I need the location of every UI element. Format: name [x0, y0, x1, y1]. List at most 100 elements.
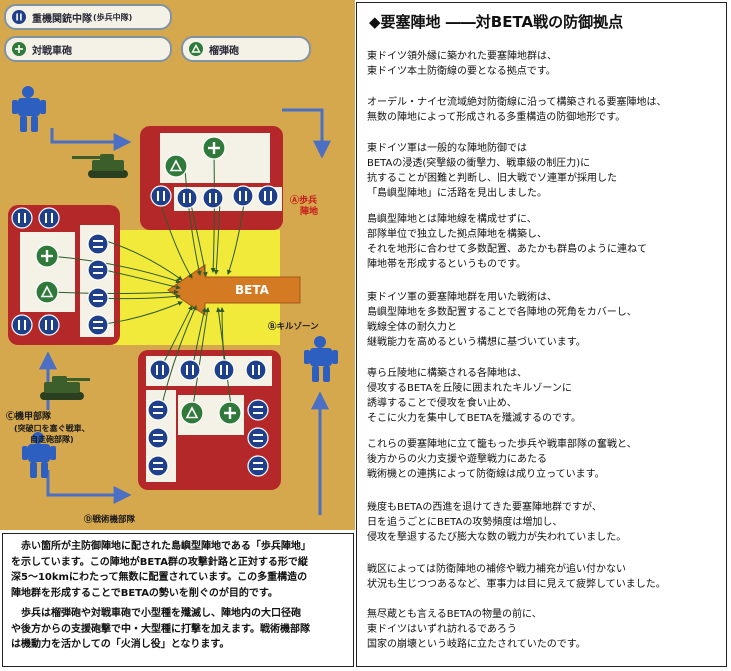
anti-tank-icons — [35, 136, 242, 425]
article-line: 無尽蔵とも言えるBETAの物量の前に、 — [367, 609, 542, 620]
article-line: 国家の崩壊という岐路に立たされていたのです。 — [367, 639, 586, 650]
article-paragraph: 専ら丘陵地に構築される各陣地は、侵攻するBETAを丘陵に囲まれたキルゾーンに誘導… — [367, 366, 723, 426]
label-armored-units-line3: 自走砲部隊) — [30, 435, 74, 444]
legend-mortar-label: 榴弾砲 — [209, 45, 239, 57]
article-line: 専ら丘陵地に構築される各陣地は、 — [367, 368, 527, 379]
article-line: 継戦能力を高めるという構想に基づいています。 — [367, 337, 586, 348]
label-infantry-position: Ⓐ歩兵 陣地 — [290, 196, 318, 218]
article-line: 侵攻を撃退するたび膨大な数の戦力が失われていました。 — [367, 532, 627, 543]
article-line: 東ドイツ軍は一般的な陣地防御では — [367, 143, 527, 154]
mech-top-left — [12, 86, 46, 132]
caption-line: 深5～10kmにわたって無数に配置されています。この多重構造の — [11, 572, 308, 583]
article-line: 陣地帯を形成するというものです。 — [367, 259, 526, 270]
mortar-icons — [35, 154, 204, 425]
article-line: 誘導することで侵攻を食い止め、 — [367, 398, 517, 409]
reserve-unit-icons — [87, 233, 269, 477]
article-line: 状況も生じつつあるなど、軍事力は目に見えて疲弊していました。 — [367, 579, 666, 590]
article-paragraph: 無尽蔵とも言えるBETAの物量の前に、東ドイツはいずれ訪れるであろう国家の崩壊と… — [367, 607, 723, 652]
defense-diagram: BETA — [8, 86, 338, 515]
anti-tank-icon — [35, 244, 59, 268]
heavy-unit-icon — [150, 185, 172, 207]
article-line: 東ドイツ軍の要塞陣地群を用いた戦術は、 — [367, 292, 557, 303]
article-line: 「島嶼型陣地」に活路を見出しました。 — [367, 188, 547, 199]
legend-heavy-units-note: (歩兵中隊) — [93, 12, 133, 22]
mech-bottom-left — [22, 432, 56, 478]
reserve-unit-icon — [87, 314, 109, 336]
reserve-unit-icon — [247, 427, 269, 449]
caption-line: を示しています。この陣地がBETA群の攻撃針路と正対する形で縦 — [11, 556, 308, 568]
article-line: そこに火力を集中してBETAを殲滅するのです。 — [367, 413, 582, 424]
heavy-unit-icon — [213, 359, 235, 381]
anti-tank-icon — [12, 42, 26, 56]
label-armored-units: Ⓒ機甲部隊 (突破口を塞ぐ戦車、 自走砲部隊) — [6, 412, 90, 445]
article-line: 日を追うごとにBETAの攻勢頻度は増加し、 — [367, 517, 563, 528]
mortar-icon — [189, 42, 203, 56]
legend-anti-tank: 対戦車砲 — [4, 36, 172, 62]
article-line: 部隊単位で独立した拠点陣地を構築し、 — [367, 229, 547, 240]
article-paragraph: 幾度もBETAの西進を退けてきた要塞陣地群ですが、日を追うごとにBETAの攻勢頻… — [367, 500, 723, 545]
article-box — [356, 2, 727, 667]
article-paragraph: これらの要塞陣地に立て籠もった歩兵や戦車部隊の奮戦と、後方からの火力支援や遊撃戦… — [367, 437, 723, 482]
article-title: ◆要塞陣地 ――対BETA戦の防御拠点 — [369, 13, 624, 31]
diagram-panel: 重機関銃中隊 (歩兵中隊) 対戦車砲 榴弾砲 — [0, 0, 355, 530]
mech-bottom-right — [304, 336, 338, 382]
article-line: 東ドイツ領外縁に築かれた要塞陣地群は、 — [367, 51, 557, 62]
label-armored-units-line1: Ⓒ機甲部隊 — [6, 412, 52, 422]
caption-line: や後方からの支援砲撃で中・大型種に打撃を加えます。戦術機部隊 — [11, 623, 310, 635]
article-line: 侵攻するBETAを丘陵に囲まれたキルゾーンに — [367, 383, 572, 394]
label-tsf-units: Ⓓ戦術機部隊 — [84, 515, 136, 525]
heavy-unit-icon — [257, 185, 279, 207]
article-line: 戦線全体の耐久力と — [367, 322, 457, 333]
flow-arrow-bottom — [46, 470, 132, 504]
label-infantry-position-line2: 陣地 — [300, 207, 319, 217]
reserve-unit-icon — [147, 399, 169, 421]
article-line: 島嶼型陣地とは陣地線を構成せずに、 — [367, 214, 537, 225]
beta-arrow-label: BETA — [235, 283, 270, 297]
reserve-unit-icon — [147, 455, 169, 477]
article-paragraph: 東ドイツ軍の要塞陣地群を用いた戦術は、島嶼型陣地を多数配置することで各陣地の死角… — [367, 290, 723, 350]
heavy-unit-icon — [176, 187, 198, 209]
label-infantry-position-line1: Ⓐ歩兵 — [290, 196, 318, 206]
article-line: それを地形に合わせて多数配置、あたかも群島のように連ねて — [367, 244, 647, 255]
legend-heavy-units-label: 重機関銃中隊 — [32, 13, 92, 25]
heavy-unit-icon — [38, 314, 60, 336]
reserve-unit-icon — [87, 259, 109, 281]
heavy-unit-icons — [11, 185, 279, 381]
article-line: 無数の陣地によって形成される多重構造の防御地形です。 — [367, 112, 626, 123]
label-armored-units-line2: (突破口を塞ぐ戦車、 — [14, 424, 90, 433]
caption-box: 赤い箇所が主防御陣地に配された島嶼型陣地である「歩兵陣地」を示しています。この陣… — [2, 533, 354, 667]
flow-arrow-top-right — [282, 108, 331, 159]
heavy-unit-icon — [202, 187, 224, 209]
article-line: BETAの浸透(突撃級の衝撃力、戦車級の制圧力)に — [367, 158, 591, 169]
reserve-unit-icon — [247, 399, 269, 421]
caption-paragraph-1: 赤い箇所が主防御陣地に配された島嶼型陣地である「歩兵陣地」を示しています。この陣… — [11, 539, 353, 601]
reserve-unit-icon — [87, 287, 109, 309]
caption-paragraph-2: 歩兵は榴弾砲や対戦車砲で小型種を殲滅し、陣地内の大口径砲や後方からの支援砲撃で中… — [11, 606, 353, 653]
heavy-unit-icon — [179, 359, 201, 381]
article-line: 東ドイツ本土防衛線の要となる拠点です。 — [367, 66, 556, 77]
anti-tank-icon — [218, 401, 242, 425]
article-line: 抗することが困難と判断し、旧大戦でソ連軍が採用した — [367, 173, 617, 184]
caption-line: は機動力を活かしての「火消し役」となります。 — [11, 639, 230, 650]
reserve-unit-icon — [147, 427, 169, 449]
heavy-unit-icon — [11, 314, 33, 336]
article-paragraph: 島嶼型陣地とは陣地線を構成せずに、部隊単位で独立した拠点陣地を構築し、それを地形… — [367, 212, 723, 272]
legend-heavy-units: 重機関銃中隊 (歩兵中隊) — [4, 4, 172, 30]
mortar-icon — [35, 280, 59, 304]
article-line: 幾度もBETAの西進を退けてきた要塞陣地群ですが、 — [367, 502, 602, 513]
heavy-unit-icon — [11, 207, 33, 229]
reserve-unit-icon — [247, 455, 269, 477]
article-line: 島嶼型陣地を多数配置することで各陣地の死角をカバーし、 — [367, 307, 637, 318]
article-paragraph: 東ドイツ領外縁に築かれた要塞陣地群は、東ドイツ本土防衛線の要となる拠点です。 — [367, 49, 723, 79]
article-line: 戦術機との連携によって防衛線は成り立っています。 — [367, 469, 605, 480]
article-paragraph: 戦区によっては防衛陣地の補修や戦力補充が追い付かない状況も生じつつあるなど、軍事… — [367, 562, 723, 592]
caption-line: 陣地群を形成することでBETAの勢いを削ぐのが目的です。 — [11, 587, 278, 599]
heavy-unit-icon — [245, 359, 267, 381]
heavy-unit-icon — [12, 10, 26, 24]
mortar-icon — [180, 401, 204, 425]
heavy-unit-icon — [149, 359, 171, 381]
article-line: 戦区によっては防衛陣地の補修や戦力補充が追い付かない — [367, 564, 626, 575]
legend-mortar: 榴弾砲 — [181, 36, 311, 62]
article-line: オーデル・ナイセ流域絶対防衛線に沿って構築される要塞陣地は、 — [367, 97, 667, 108]
reserve-unit-icon — [87, 233, 109, 255]
